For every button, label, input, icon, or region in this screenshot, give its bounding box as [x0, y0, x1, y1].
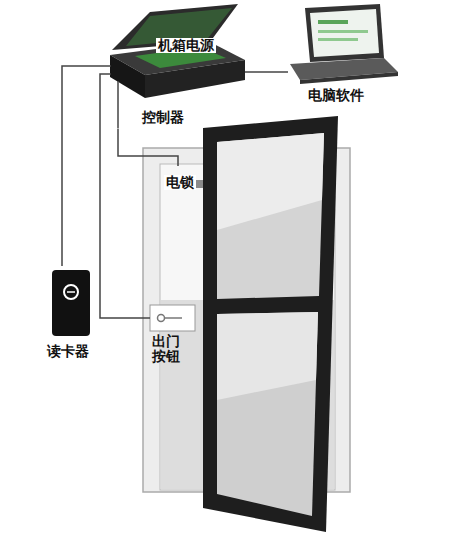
- glass-pane: [217, 133, 324, 299]
- wire: [62, 66, 104, 266]
- screen-bar: [318, 30, 368, 33]
- device-label: 电锁: [164, 175, 196, 190]
- laptop-edge: [300, 72, 398, 84]
- reader-body: [52, 270, 90, 336]
- wire: [248, 71, 288, 73]
- device-label: 控制器: [142, 110, 184, 125]
- screen-bar: [318, 38, 358, 41]
- device-label: 机箱电源: [156, 38, 216, 53]
- wire-stub: [104, 65, 111, 67]
- device-node: 电锁: [160, 166, 240, 202]
- glass-pane: [217, 312, 318, 516]
- door-panel: [203, 116, 338, 532]
- glass-reflection: [217, 312, 318, 400]
- device-label: 出门按钮: [152, 334, 182, 365]
- wire-stub: [104, 73, 111, 75]
- key-icon: [158, 315, 165, 322]
- wire-stub: [245, 71, 248, 73]
- device-label: 读卡器: [47, 344, 89, 359]
- laptop-display: [310, 9, 379, 57]
- device-node: 读卡器: [42, 266, 94, 368]
- device-node: 出门按钮: [146, 300, 202, 374]
- device-node: 电脑软件: [288, 4, 400, 108]
- device-node: 机箱电源控制器: [104, 28, 248, 128]
- reader-logo: [64, 285, 78, 299]
- laptop-screen: [305, 4, 384, 62]
- device-label: 电脑软件: [308, 88, 364, 103]
- key-icon: [164, 317, 182, 319]
- glass-reflection: [217, 133, 324, 230]
- wire: [118, 128, 178, 166]
- exit-button-plate: [150, 305, 195, 331]
- wire-stub: [117, 81, 119, 128]
- reader-logo: [67, 291, 75, 293]
- controller-side: [110, 55, 145, 98]
- wire-stub: [146, 317, 150, 319]
- controller-front: [145, 60, 245, 98]
- wire: [100, 74, 146, 318]
- screen-bar: [318, 20, 348, 24]
